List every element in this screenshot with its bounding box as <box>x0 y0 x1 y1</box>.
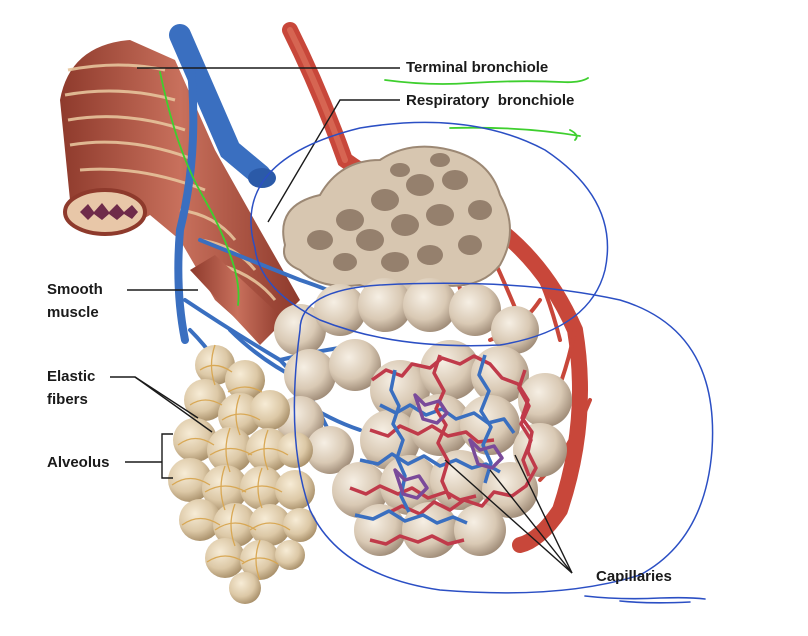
label-terminal-bronchiole: Terminal bronchiole <box>406 59 549 76</box>
alveolus-cluster <box>168 344 317 604</box>
upper-alveolar-sac <box>282 145 511 294</box>
green-trace-airway <box>159 71 240 306</box>
leader-lines <box>110 67 573 574</box>
label-smooth-muscle-line2: muscle <box>47 304 99 321</box>
blue-loop-lower <box>293 282 714 594</box>
blue-underline-capillaries <box>584 595 706 604</box>
label-smooth-muscle-line1: Smooth <box>47 281 103 298</box>
label-respiratory-bronchiole: Respiratory bronchiole <box>406 92 575 109</box>
blue-loop-upper <box>250 121 609 347</box>
label-elastic-fibers-line2: fibers <box>47 391 88 408</box>
handwritten-annotations <box>159 71 714 604</box>
middle-alveolar-sac <box>274 278 539 474</box>
label-alveolus: Alveolus <box>47 454 110 471</box>
terminal-bronchiole-tube <box>60 40 300 345</box>
green-underline-respiratory <box>449 126 581 141</box>
label-capillaries: Capillaries <box>596 568 672 585</box>
capillary-network-sac <box>332 340 572 558</box>
label-elastic-fibers-line1: Elastic <box>47 368 96 385</box>
green-underline-terminal <box>384 77 589 85</box>
